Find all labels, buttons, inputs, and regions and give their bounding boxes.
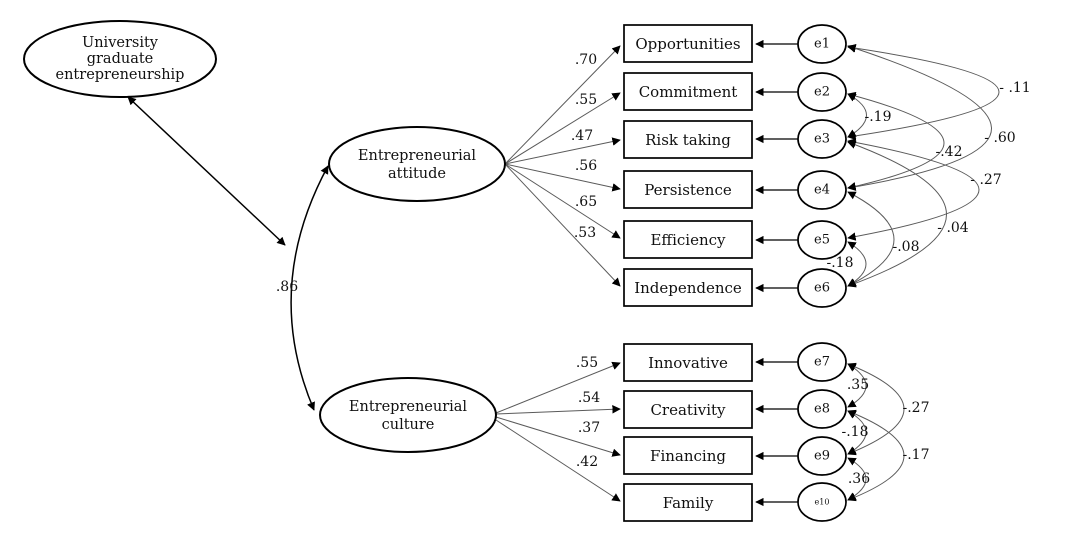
cov-value-e1-e3: - .11 — [999, 80, 1030, 96]
indicator-box-commitment — [623, 72, 753, 111]
loading-value: .55 — [575, 92, 597, 108]
loading-value: .56 — [575, 158, 597, 174]
cov-value-e2-e3: -.19 — [865, 109, 892, 125]
loading-arrow-creativity — [495, 405, 621, 415]
error-label: e1 — [814, 37, 830, 52]
error-label: e3 — [814, 132, 830, 147]
cov-arc-e8-e10 — [847, 409, 905, 502]
latent-culture-label: culture — [382, 417, 435, 433]
cov-value-e7-e8: .35 — [847, 377, 869, 393]
indicator-label: Creativity — [650, 401, 726, 419]
cov-arc-e7-e9 — [847, 362, 905, 456]
loading-value: .53 — [574, 225, 596, 241]
latent-exogenous-label: University — [82, 35, 159, 51]
cov-value-e5-e6: -.18 — [827, 255, 854, 271]
loading-arrow-family — [495, 419, 621, 502]
latent-culture-label: Entrepreneurial — [349, 399, 468, 415]
indicator-label: Independence — [634, 279, 742, 297]
indicator-label: Opportunities — [635, 35, 740, 53]
error-term-e3 — [797, 119, 847, 159]
error-term-e4 — [797, 170, 847, 210]
attitude-culture-covariance-arc — [290, 165, 329, 411]
cov-value-e4-e6: -.08 — [893, 239, 920, 255]
loading-arrow-opportunities — [504, 45, 621, 165]
indicator-box-family — [623, 483, 753, 522]
cov-value-e2-e4: -.42 — [936, 144, 963, 160]
error-label: e7 — [814, 355, 830, 370]
latent-exogenous-label: graduate — [87, 51, 154, 67]
cov-value-e7-e9: -.27 — [903, 400, 930, 416]
error-term-e1 — [797, 24, 847, 64]
loading-arrow-efficiency — [504, 163, 621, 239]
indicator-label: Innovative — [648, 354, 728, 372]
error-term-e10 — [797, 482, 847, 522]
indicator-box-efficiency — [623, 220, 753, 259]
error-label: e6 — [814, 281, 830, 296]
cov-arc-e4-e6 — [847, 191, 895, 287]
error-label: e9 — [814, 449, 830, 464]
error-term-e6 — [797, 268, 847, 308]
cov-arc-e3-e5 — [847, 138, 980, 241]
error-label: e5 — [814, 233, 830, 248]
error-label: e4 — [814, 183, 830, 198]
loading-value: .37 — [578, 420, 600, 436]
error-term-e5 — [797, 220, 847, 260]
error-term-e2 — [797, 72, 847, 112]
loading-value: .54 — [578, 390, 600, 406]
indicator-label: Persistence — [644, 181, 732, 199]
indicator-label: Efficiency — [650, 231, 726, 249]
loading-value: .55 — [576, 355, 598, 371]
loading-arrow-independence — [504, 163, 621, 287]
error-term-e9 — [797, 436, 847, 476]
indicator-label: Financing — [650, 447, 726, 465]
latent-exogenous-ellipse — [23, 20, 217, 98]
latent-attitude-ellipse — [328, 126, 506, 202]
latent-culture-ellipse — [319, 377, 497, 453]
cov-value-e8-e9: -.18 — [842, 424, 869, 440]
cov-arc-e9-e10 — [847, 457, 867, 501]
indicator-box-innovative — [623, 343, 753, 382]
loading-value: .47 — [571, 128, 593, 144]
indicator-box-financing — [623, 436, 753, 475]
factor-correlation-value: .86 — [276, 279, 298, 295]
error-term-e7 — [797, 342, 847, 382]
error-term-e8 — [797, 389, 847, 429]
error-label: e8 — [814, 402, 830, 417]
latent-exogenous-label: entrepreneurship — [56, 67, 185, 83]
cov-arc-e3-e6 — [847, 140, 947, 288]
exogenous-covariance-arrow — [127, 96, 286, 246]
loading-arrow-persistence — [504, 163, 621, 192]
loading-arrow-risk-taking — [504, 137, 621, 165]
indicator-box-persistence — [623, 170, 753, 209]
indicator-box-creativity — [623, 390, 753, 429]
indicator-label: Family — [663, 494, 714, 512]
indicator-box-independence — [623, 268, 753, 307]
cov-value-e1-e4: - .60 — [984, 130, 1015, 146]
loading-arrow-financing — [495, 416, 621, 457]
loading-arrow-innovative — [495, 361, 621, 414]
indicator-label: Risk taking — [645, 131, 731, 149]
cov-arc-e1-e3 — [847, 43, 1000, 141]
error-label: e2 — [814, 85, 830, 100]
cov-value-e9-e10: .36 — [848, 471, 870, 487]
loading-value: .70 — [575, 52, 597, 68]
indicator-label: Commitment — [639, 83, 738, 101]
cov-value-e8-e10: -.17 — [903, 447, 930, 463]
cov-value-e3-e6: - .04 — [937, 220, 969, 236]
cov-arc-e2-e4 — [847, 91, 945, 191]
indicator-box-risk-taking — [623, 120, 753, 159]
cov-value-e3-e5: - .27 — [970, 172, 1001, 188]
cov-arc-e5-e6 — [847, 241, 867, 287]
loading-value: .65 — [575, 194, 597, 210]
latent-attitude-label: Entrepreneurial — [358, 148, 477, 164]
loading-arrow-commitment — [504, 92, 621, 165]
loading-value: .42 — [576, 454, 598, 470]
error-label: e10 — [815, 498, 830, 507]
indicator-box-opportunities — [623, 24, 753, 63]
latent-attitude-label: attitude — [388, 166, 446, 182]
